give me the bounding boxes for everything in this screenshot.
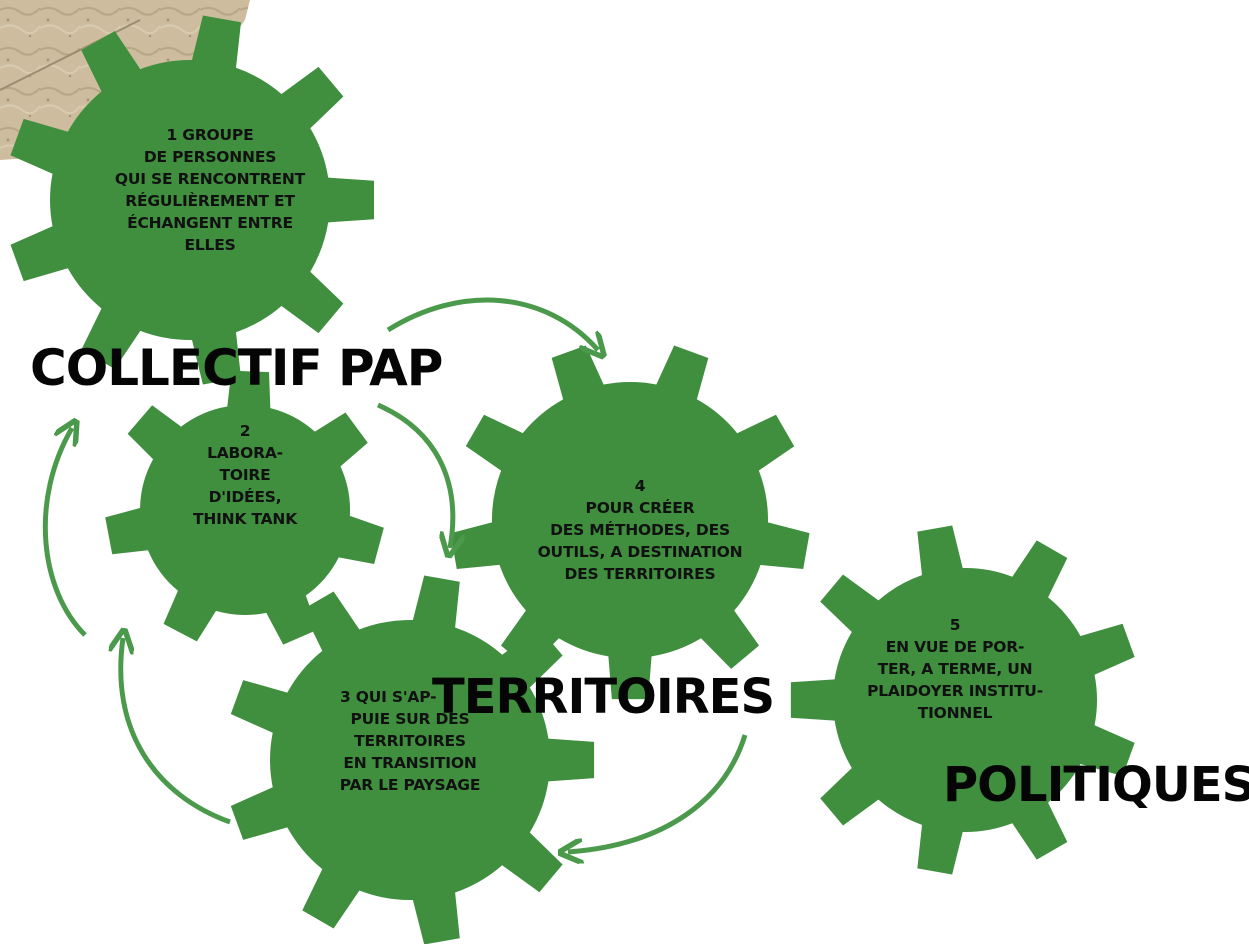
gear-3-text: 3 QUI S'AP- PUIE SUR DES TERRITOIRES EN … (300, 686, 520, 796)
gear-4-line: DES TERRITOIRES (564, 565, 716, 583)
gear-3-line: EN TRANSITION (343, 754, 477, 772)
gear-2-text: 2 LABORA- TOIRE D'IDÉES, THINK TANK (160, 420, 330, 530)
gear-5-line: PLAIDOYER INSTITU- (867, 682, 1043, 700)
collectif-pap-label: COLLECTIF PAP (30, 339, 443, 397)
gear-2-line: D'IDÉES, (208, 488, 282, 506)
arrow-gear1-to-gear4 (386, 297, 598, 350)
gear-4-text: 4 POUR CRÉER DES MÉTHODES, DES OUTILS, A… (495, 475, 785, 585)
gear-2-line: TOIRE (219, 466, 271, 484)
gear-1-line: RÉGULIÈREMENT ET (125, 192, 295, 210)
gear-1-text: 1 GROUPE DE PERSONNES QUI SE RENCONTRENT… (80, 124, 340, 256)
gear-4 (450, 345, 810, 700)
gear-5-line: EN VUE DE POR- (885, 638, 1025, 656)
gear-3-line: 3 QUI S'AP- (340, 688, 437, 706)
gear-1-line: DE PERSONNES (143, 148, 277, 166)
gear-3-line: TERRITOIRES (354, 732, 466, 750)
gear-2-line: 2 (239, 422, 251, 440)
arrow-gear3-to-gear2 (121, 638, 231, 825)
gear-5-line: TIONNEL (917, 704, 993, 722)
politiques-label: POLITIQUES (943, 757, 1249, 813)
gear-4-line: POUR CRÉER (585, 499, 695, 517)
gear-1-line: QUI SE RENCONTRENT (114, 170, 306, 188)
gear-2 (105, 370, 384, 645)
gear-5 (790, 525, 1135, 875)
gear-1-line: ELLES (184, 236, 236, 254)
gear-3-line: PAR LE PAYSAGE (339, 776, 481, 794)
gear-1-line: ÉCHANGENT ENTRE (127, 214, 293, 232)
gear-1 (10, 15, 374, 385)
gear-4-line: 4 (634, 477, 646, 495)
gear-2-line: LABORA- (207, 444, 283, 462)
gear-3-line: PUIE SUR DES (350, 710, 470, 728)
gear-3 (230, 575, 595, 944)
gear-5-text: 5 EN VUE DE POR- TER, A TERME, UN PLAIDO… (840, 614, 1070, 724)
gear-5-line: 5 (949, 616, 961, 634)
gear-4-line: OUTILS, A DESTINATION (537, 543, 743, 561)
gear-5-line: TER, A TERME, UN (877, 660, 1033, 678)
gear-2-line: THINK TANK (192, 510, 298, 528)
photo-line (0, 19, 141, 91)
arrow-gear2-to-gear3 (376, 402, 453, 548)
arrow-territoires-to-gear3 (568, 734, 748, 852)
gear-1-line: 1 GROUPE (166, 126, 254, 144)
arrow-gear3-to-collectif (42, 428, 87, 637)
territoires-label: TERRITOIRES (432, 669, 775, 725)
gear-4-line: DES MÉTHODES, DES (550, 521, 730, 539)
